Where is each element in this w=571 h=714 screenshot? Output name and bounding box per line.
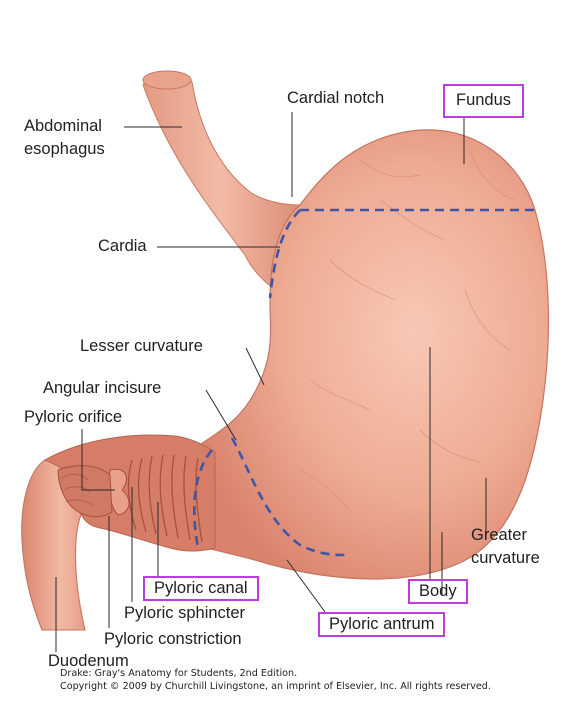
credit-line-1: Drake: Gray's Anatomy for Students, 2nd … [60,668,298,679]
label-pyloric-sphincter: Pyloric sphincter [124,604,246,622]
credit-line-2: Copyright © 2009 by Churchill Livingston… [60,681,491,692]
label-pyloric-canal: Pyloric canal [143,576,259,601]
canal-boundary [193,449,213,549]
cardia-boundary [268,209,301,299]
leader-lines [55,112,487,652]
region-boundaries [193,208,535,557]
label-pyloric-orifice: Pyloric orifice [24,408,123,426]
label-lesser-curvature: Lesser curvature [80,337,203,355]
label-abdominal-esophagus-1: Abdominal [24,117,102,135]
label-pyloric-antrum: Pyloric antrum [318,612,446,637]
label-body: Body [408,579,468,604]
label-greater-curvature-1: Greater [471,526,527,544]
label-abdominal-esophagus-2: esophagus [24,140,105,158]
label-cardial-notch: Cardial notch [287,89,385,107]
pyloric-folds [127,454,203,543]
esophagus-opening [142,70,192,90]
label-pyloric-constriction: Pyloric constriction [104,630,242,648]
duodenal-folds [61,473,93,506]
label-cardia: Cardia [98,237,147,255]
stomach-vessels [299,149,516,511]
label-duodenum: Duodenum [48,652,129,670]
label-greater-curvature-2: curvature [471,549,540,567]
pyloric-orifice-opening [57,465,113,518]
esophagus-shape [142,73,301,301]
label-angular-incisure: Angular incisure [43,379,162,397]
label-fundus: Fundus [443,84,525,118]
